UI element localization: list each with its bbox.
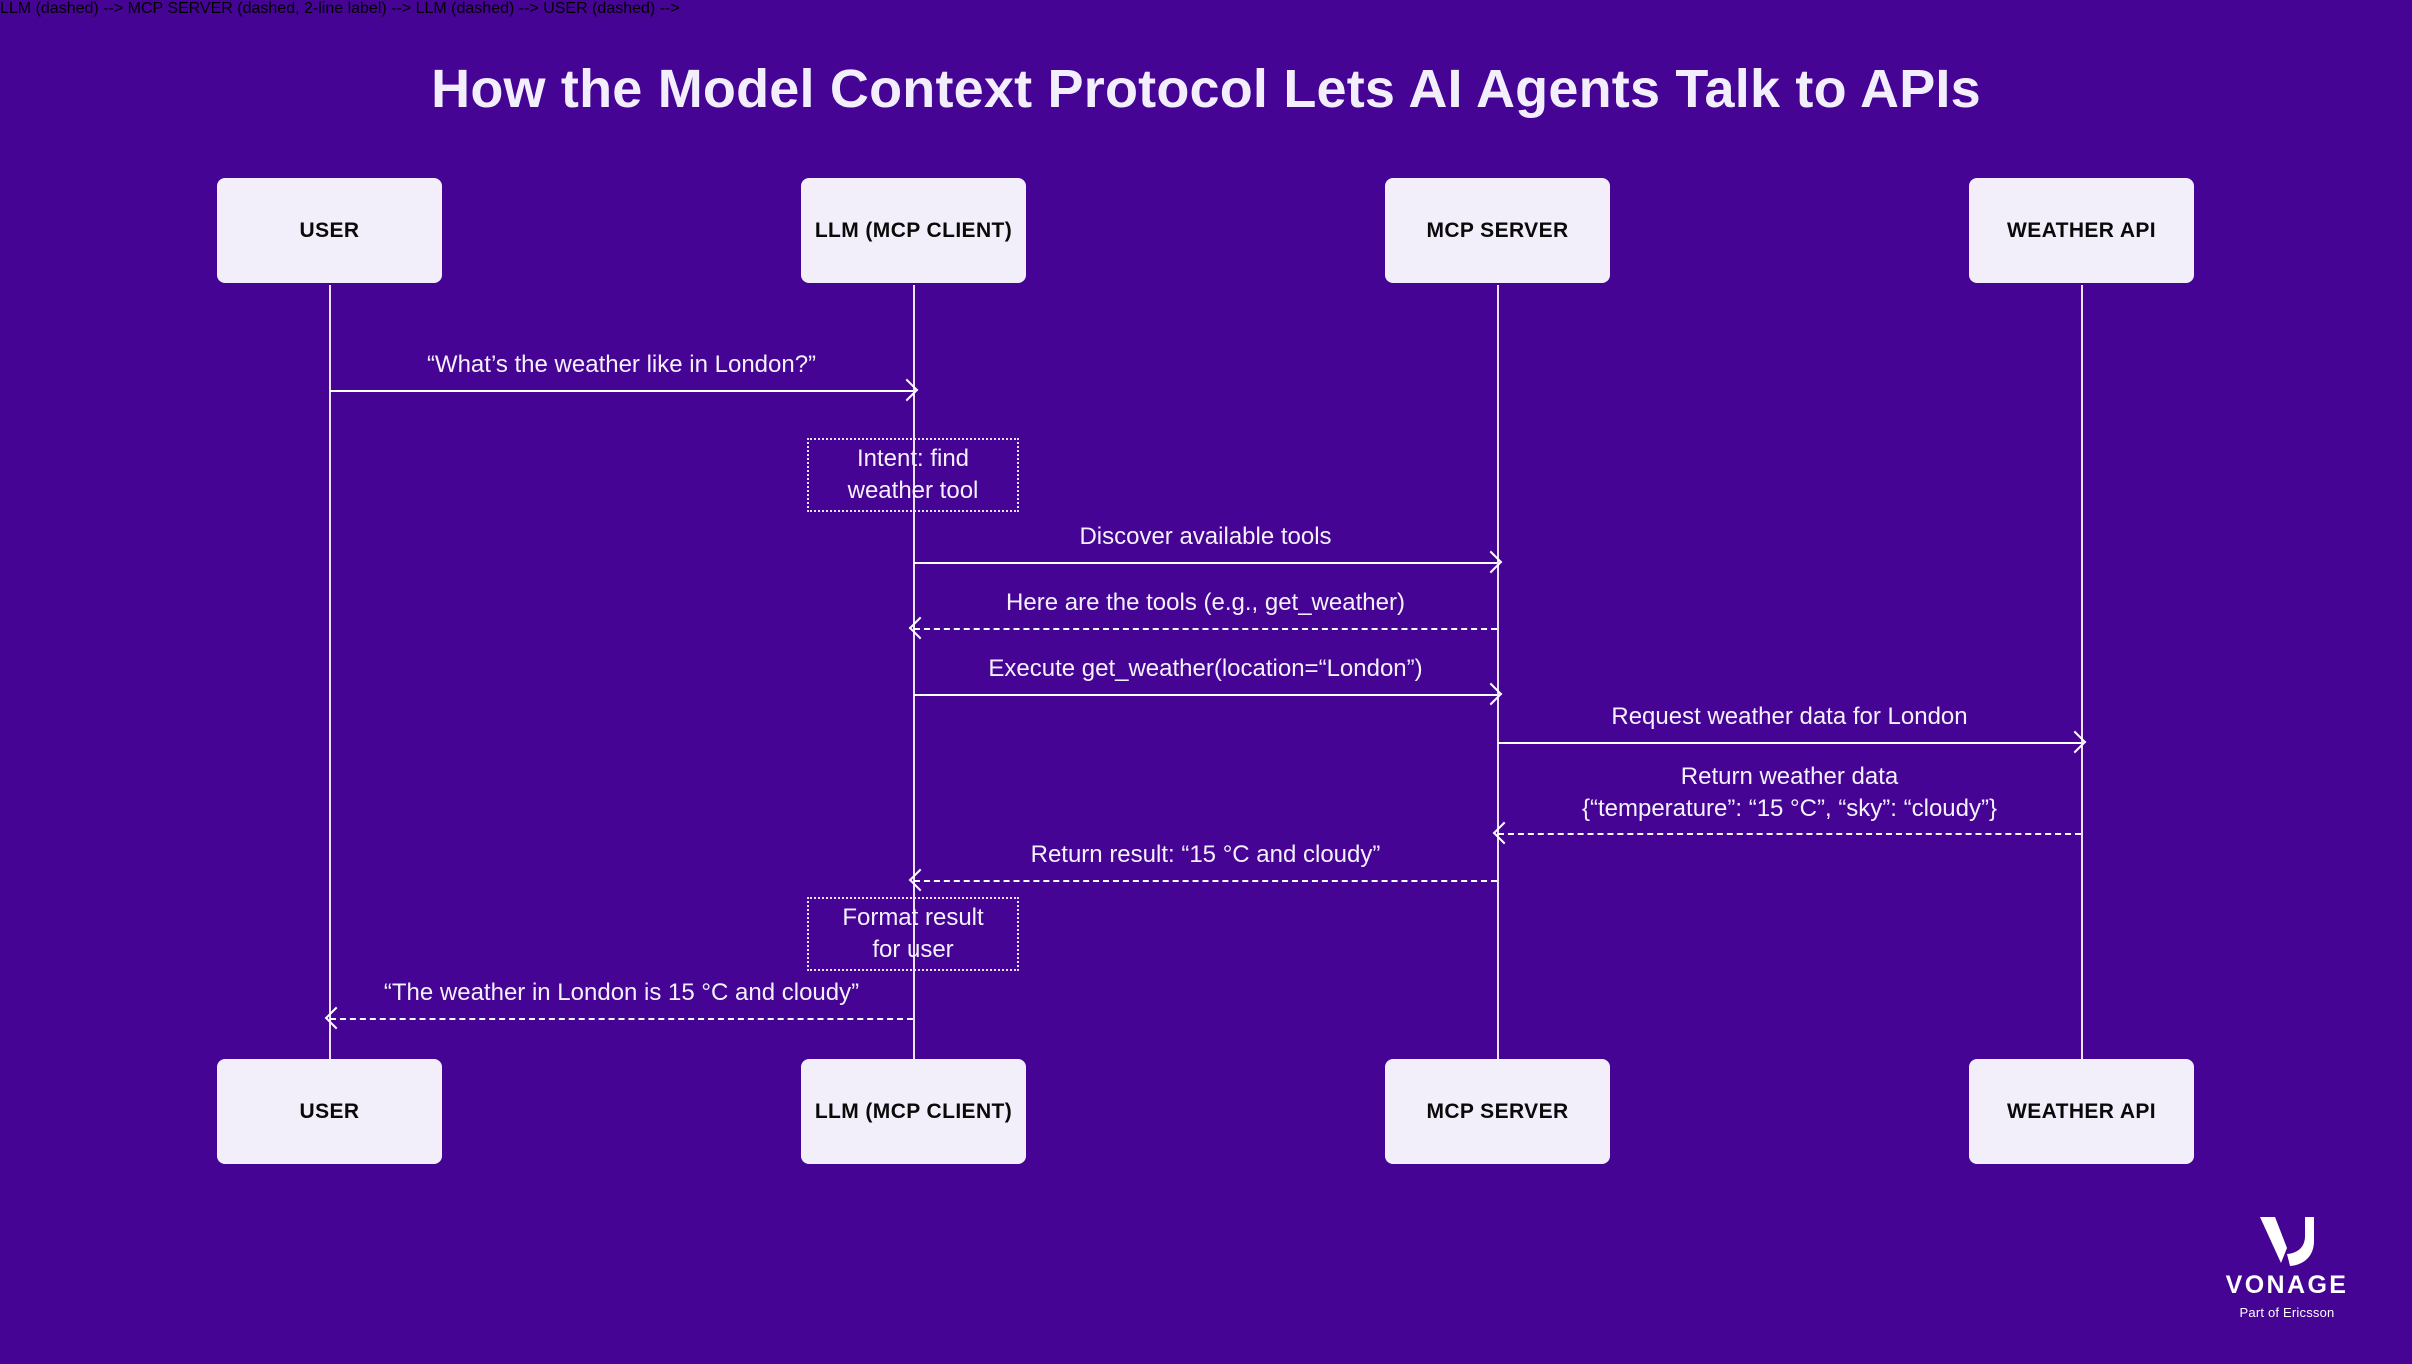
- participant-weather-top-label: WEATHER API: [2006, 218, 2157, 242]
- message-arrow-1: [330, 378, 919, 402]
- participant-weather-bottom-label: WEATHER API: [2006, 1099, 2157, 1123]
- message-label-2: Discover available tools: [1079, 523, 1332, 550]
- message-arrow-8: [324, 1006, 913, 1030]
- participant-llm-bottom[interactable]: LLM (MCP CLIENT): [801, 1059, 1026, 1164]
- message-line-7: [914, 880, 1497, 882]
- message-label-5: Request weather data for London: [1611, 703, 1968, 730]
- message-arrow-5: [1498, 730, 2087, 754]
- message-line-5: [1498, 742, 2081, 744]
- page-title: How the Model Context Protocol Lets AI A…: [431, 59, 1981, 119]
- message-line-1: [330, 390, 913, 392]
- vonage-v-mark-icon: [2222, 1215, 2352, 1267]
- message-arrow-2: [914, 550, 1503, 574]
- message-arrow-4: [914, 682, 1503, 706]
- participant-user-top[interactable]: USER: [217, 178, 442, 283]
- participant-server-bottom[interactable]: MCP SERVER: [1385, 1059, 1610, 1164]
- participant-user-bottom[interactable]: USER: [217, 1059, 442, 1164]
- participant-server-top-label: MCP SERVER: [1426, 218, 1569, 242]
- message-arrow-7: [908, 868, 1497, 892]
- note-format-result-for-user: Format result for user: [807, 897, 1019, 971]
- message-line-3: [914, 628, 1497, 630]
- message-arrow-3: [908, 616, 1497, 640]
- message-line-4: [914, 694, 1497, 696]
- vonage-logo: VONAGE Part of Ericsson: [2222, 1215, 2352, 1320]
- message-line-6: [1498, 833, 2081, 835]
- participant-server-top[interactable]: MCP SERVER: [1385, 178, 1610, 283]
- message-label-6: Return weather data {“temperature”: “15 …: [1581, 763, 1998, 822]
- lifeline-server: [1497, 285, 1499, 1065]
- participant-weather-bottom[interactable]: WEATHER API: [1969, 1059, 2194, 1164]
- participant-weather-top[interactable]: WEATHER API: [1969, 178, 2194, 283]
- participant-user-top-label: USER: [299, 218, 360, 242]
- lifeline-llm: [913, 285, 915, 1065]
- message-label-7: Return result: “15 °C and cloudy”: [1030, 841, 1381, 868]
- participant-user-bottom-label: USER: [299, 1099, 360, 1123]
- vonage-wordmark: VONAGE: [2225, 1271, 2349, 1299]
- vonage-tagline: Part of Ericsson: [2239, 1305, 2335, 1320]
- note-intent-find-weather-tool: Intent: find weather tool: [807, 438, 1019, 512]
- participant-llm-bottom-label: LLM (MCP CLIENT): [814, 1099, 1013, 1123]
- message-label-8: “The weather in London is 15 °C and clou…: [383, 979, 860, 1006]
- participant-llm-top-label: LLM (MCP CLIENT): [814, 218, 1013, 242]
- message-line-8: [330, 1018, 913, 1020]
- message-arrow-6: [1492, 821, 2081, 845]
- message-label-1: “What’s the weather like in London?”: [426, 351, 817, 378]
- message-line-2: [914, 562, 1497, 564]
- message-label-3: Here are the tools (e.g., get_weather): [1006, 589, 1405, 616]
- lifeline-user: [329, 285, 331, 1065]
- lifeline-weather: [2081, 285, 2083, 1065]
- message-label-4: Execute get_weather(location=“London”): [988, 655, 1423, 682]
- participant-llm-top[interactable]: LLM (MCP CLIENT): [801, 178, 1026, 283]
- participant-server-bottom-label: MCP SERVER: [1426, 1099, 1569, 1123]
